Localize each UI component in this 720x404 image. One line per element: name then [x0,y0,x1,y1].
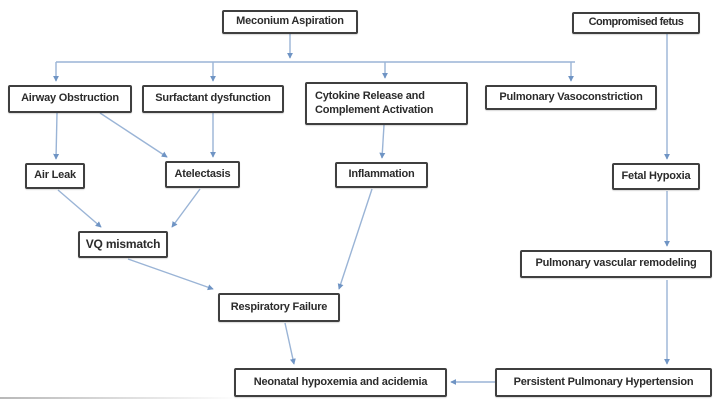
node-compromised-fetus: Compromised fetus [572,12,700,34]
node-cytokine-release: Cytokine Release and Complement Activati… [305,82,468,125]
node-pulmonary-vascular-remodeling: Pulmonary vascular remodeling [520,250,712,278]
node-atelectasis: Atelectasis [165,161,240,188]
node-respiratory-failure: Respiratory Failure [218,293,340,322]
edge-airway-airleak [53,112,60,160]
node-persistent-pulmonary-hypertension: Persistent Pulmonary Hypertension [495,368,712,397]
edge-airway-atelectasis [99,112,168,158]
node-surfactant-dysfunction: Surfactant dysfunction [142,85,284,113]
edge-cytokine-inflammation [379,124,386,159]
node-neonatal-hypoxemia-acidemia: Neonatal hypoxemia and acidemia [234,368,447,397]
edge-inflammation-respfailure [337,188,373,290]
edge-vq-respfailure [127,258,214,291]
node-fetal-hypoxia: Fetal Hypoxia [612,163,700,190]
node-inflammation: Inflammation [335,162,428,188]
node-air-leak: Air Leak [25,163,85,189]
edge-airleak-vq [57,189,102,228]
node-meconium-aspiration: Meconium Aspiration [222,10,358,34]
node-vq-mismatch: VQ mismatch [78,231,168,258]
edge-respfailure-neonatal [284,322,296,365]
node-pulmonary-vasoconstriction: Pulmonary Vasoconstriction [485,85,657,110]
edge-atelectasis-vq [171,188,201,228]
node-airway-obstruction: Airway Obstruction [8,85,132,113]
bottom-edge-shadow [0,397,240,399]
